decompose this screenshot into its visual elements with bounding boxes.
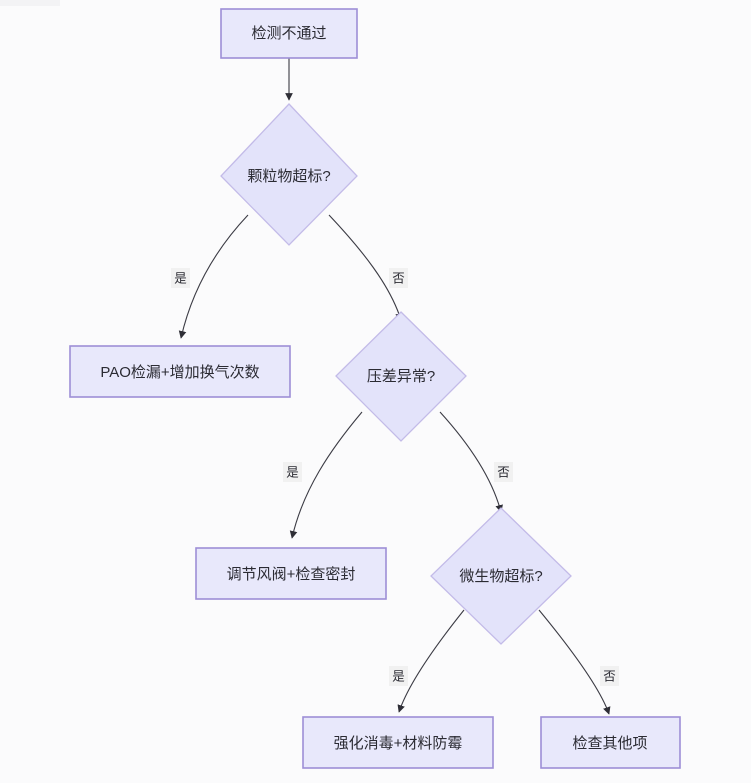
canvas-top-strip [0, 0, 60, 6]
node-action-pao[interactable]: PAO检漏+增加换气次数 [69, 345, 291, 398]
edge-label-d2-no: 否 [494, 462, 513, 482]
node-action-other[interactable]: 检查其他项 [540, 716, 681, 769]
edge-d3-to-a4 [538, 609, 611, 715]
edge-label-d3-yes-text: 是 [392, 669, 405, 683]
node-action-other-label: 检查其他项 [572, 735, 647, 752]
edge-label-d1-yes-text: 是 [174, 271, 187, 285]
edge-label-d1-no: 否 [389, 268, 408, 288]
node-start-label: 检测不通过 [251, 25, 326, 42]
node-decision-particulate-label: 颗粒物超标? [247, 168, 330, 185]
node-decision-microbial[interactable]: 微生物超标? [430, 507, 572, 645]
edge-label-layer: 是 否 是 否 是 否 [171, 268, 619, 686]
edge-label-d2-no-text: 否 [497, 465, 510, 479]
node-start[interactable]: 检测不通过 [220, 8, 358, 59]
node-action-disinfect-label: 强化消毒+材料防霉 [334, 735, 463, 752]
node-decision-particulate[interactable]: 颗粒物超标? [220, 103, 358, 246]
edge-label-d1-no-text: 否 [392, 271, 405, 285]
edge-label-d1-yes: 是 [171, 268, 190, 288]
node-action-damper[interactable]: 调节风阀+检查密封 [195, 547, 387, 600]
node-action-damper-label: 调节风阀+检查密封 [227, 566, 356, 583]
edge-label-d3-yes: 是 [389, 666, 408, 686]
node-decision-pressure[interactable]: 压差异常? [335, 311, 467, 442]
edge-d1-to-a1 [178, 214, 249, 339]
edge-d1-to-d2 [328, 214, 403, 321]
node-action-pao-label: PAO检漏+增加换气次数 [100, 364, 259, 381]
edge-d2-to-a2 [289, 411, 363, 539]
edge-layer [178, 58, 611, 715]
node-decision-microbial-label: 微生物超标? [459, 568, 542, 585]
edge-d2-to-d3 [439, 411, 503, 513]
edge-label-d2-yes: 是 [283, 462, 302, 482]
edge-d3-to-a3 [397, 609, 465, 713]
edge-label-d3-no-text: 否 [603, 669, 616, 683]
node-action-disinfect[interactable]: 强化消毒+材料防霉 [302, 716, 494, 769]
node-decision-pressure-label: 压差异常? [367, 368, 435, 385]
edge-label-d3-no: 否 [600, 666, 619, 686]
edge-label-d2-yes-text: 是 [286, 465, 299, 479]
